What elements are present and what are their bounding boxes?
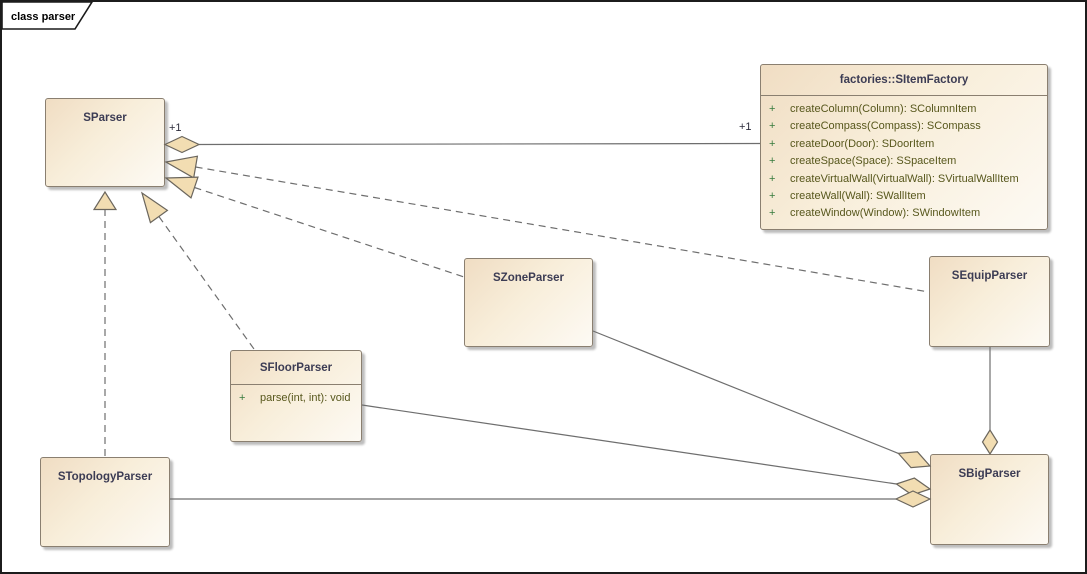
- connector-aggregation-sequipparser-sbigparser[interactable]: [981, 347, 999, 456]
- method-signature: parse(int, int): void: [260, 392, 351, 404]
- method-signature: createWall(Wall): SWallItem: [790, 190, 926, 203]
- multiplicity-source: +1: [169, 122, 182, 134]
- method-signature: createSpace(Space): SSpaceItem: [790, 155, 957, 168]
- connector-aggregation-szoneparser-sbigparser[interactable]: [592, 330, 932, 469]
- method-row: + createCompass(Compass): SCompass: [769, 118, 1043, 135]
- class-box-sequipparser[interactable]: SEquipParser: [929, 256, 1050, 347]
- method-signature: createVirtualWall(VirtualWall): SVirtual…: [790, 172, 1019, 185]
- class-title: STopologyParser: [57, 471, 153, 483]
- realization-arrowhead: [164, 155, 199, 179]
- method-visibility: +: [769, 103, 776, 115]
- method-signature: createDoor(Door): SDoorItem: [790, 137, 935, 150]
- method-visibility: +: [239, 392, 246, 404]
- class-box-sparser[interactable]: SParser: [45, 98, 165, 187]
- method-row: + createVirtualWall(VirtualWall): SVirtua…: [769, 171, 1043, 188]
- aggregation-diamond: [894, 490, 932, 508]
- frame-tab: class parser: [2, 2, 93, 30]
- realization-arrowhead: [92, 190, 118, 211]
- method-signature: createColumn(Column): SColumnItem: [790, 103, 977, 115]
- methods-compartment: + createColumn(Column): SColumnItem + crea…: [761, 96, 1047, 223]
- class-title: SFloorParser: [231, 351, 361, 385]
- class-box-stopologyparser[interactable]: STopologyParser: [40, 457, 170, 547]
- method-signature: createWindow(Window): SWindowItem: [790, 207, 981, 220]
- method-visibility: +: [769, 207, 776, 220]
- method-visibility: +: [769, 190, 776, 203]
- method-row: + createSpace(Space): SSpaceItem: [769, 153, 1043, 170]
- realization-arrowhead: [140, 191, 169, 224]
- class-title: SEquipParser: [951, 270, 1028, 282]
- connector-realization-szoneparser-sparser[interactable]: [164, 176, 465, 278]
- class-box-sfloorparser[interactable]: SFloorParser + parse(int, int): void: [230, 350, 362, 442]
- class-box-szoneparser[interactable]: SZoneParser: [464, 258, 593, 347]
- connector-aggregation-sfloorparser-sbigparser[interactable]: [361, 404, 932, 496]
- method-row: + createDoor(Door): SDoorItem: [769, 136, 1043, 153]
- method-visibility: +: [769, 137, 776, 150]
- class-title: SZoneParser: [493, 272, 564, 284]
- realization-arrowhead: [164, 176, 199, 199]
- methods-compartment: + parse(int, int): void: [231, 385, 361, 407]
- connector-aggregation-stopologyparser-sbigparser[interactable]: [170, 490, 932, 508]
- aggregation-diamond: [897, 451, 932, 469]
- method-row: + createColumn(Column): SColumnItem: [769, 101, 1043, 118]
- frame-label: class parser: [11, 11, 76, 23]
- class-title: factories::SItemFactory: [761, 65, 1047, 96]
- method-row: + createWindow(Window): SWindowItem: [769, 205, 1043, 222]
- method-row: + parse(int, int): void: [239, 390, 357, 407]
- aggregation-diamond: [895, 477, 932, 496]
- method-visibility: +: [769, 172, 776, 185]
- method-visibility: +: [769, 155, 776, 168]
- method-row: + createWall(Wall): SWallItem: [769, 188, 1043, 205]
- class-title: SBigParser: [958, 468, 1021, 480]
- connector-realization-sfloorparser-sparser[interactable]: [140, 191, 255, 350]
- class-box-sitemfactory[interactable]: factories::SItemFactory + createColumn(Co…: [760, 64, 1048, 230]
- connector-aggregation-sparser-sitemfactory[interactable]: +1 +1: [163, 121, 761, 154]
- aggregation-diamond: [981, 428, 999, 456]
- class-title: SParser: [83, 112, 127, 124]
- aggregation-diamond: [163, 135, 201, 154]
- method-signature: createCompass(Compass): SCompass: [790, 120, 981, 133]
- method-visibility: +: [769, 120, 776, 133]
- connector-realization-stopologyparser-sparser[interactable]: [92, 190, 118, 457]
- multiplicity-target: +1: [739, 121, 752, 133]
- class-box-sbigparser[interactable]: SBigParser: [930, 454, 1049, 545]
